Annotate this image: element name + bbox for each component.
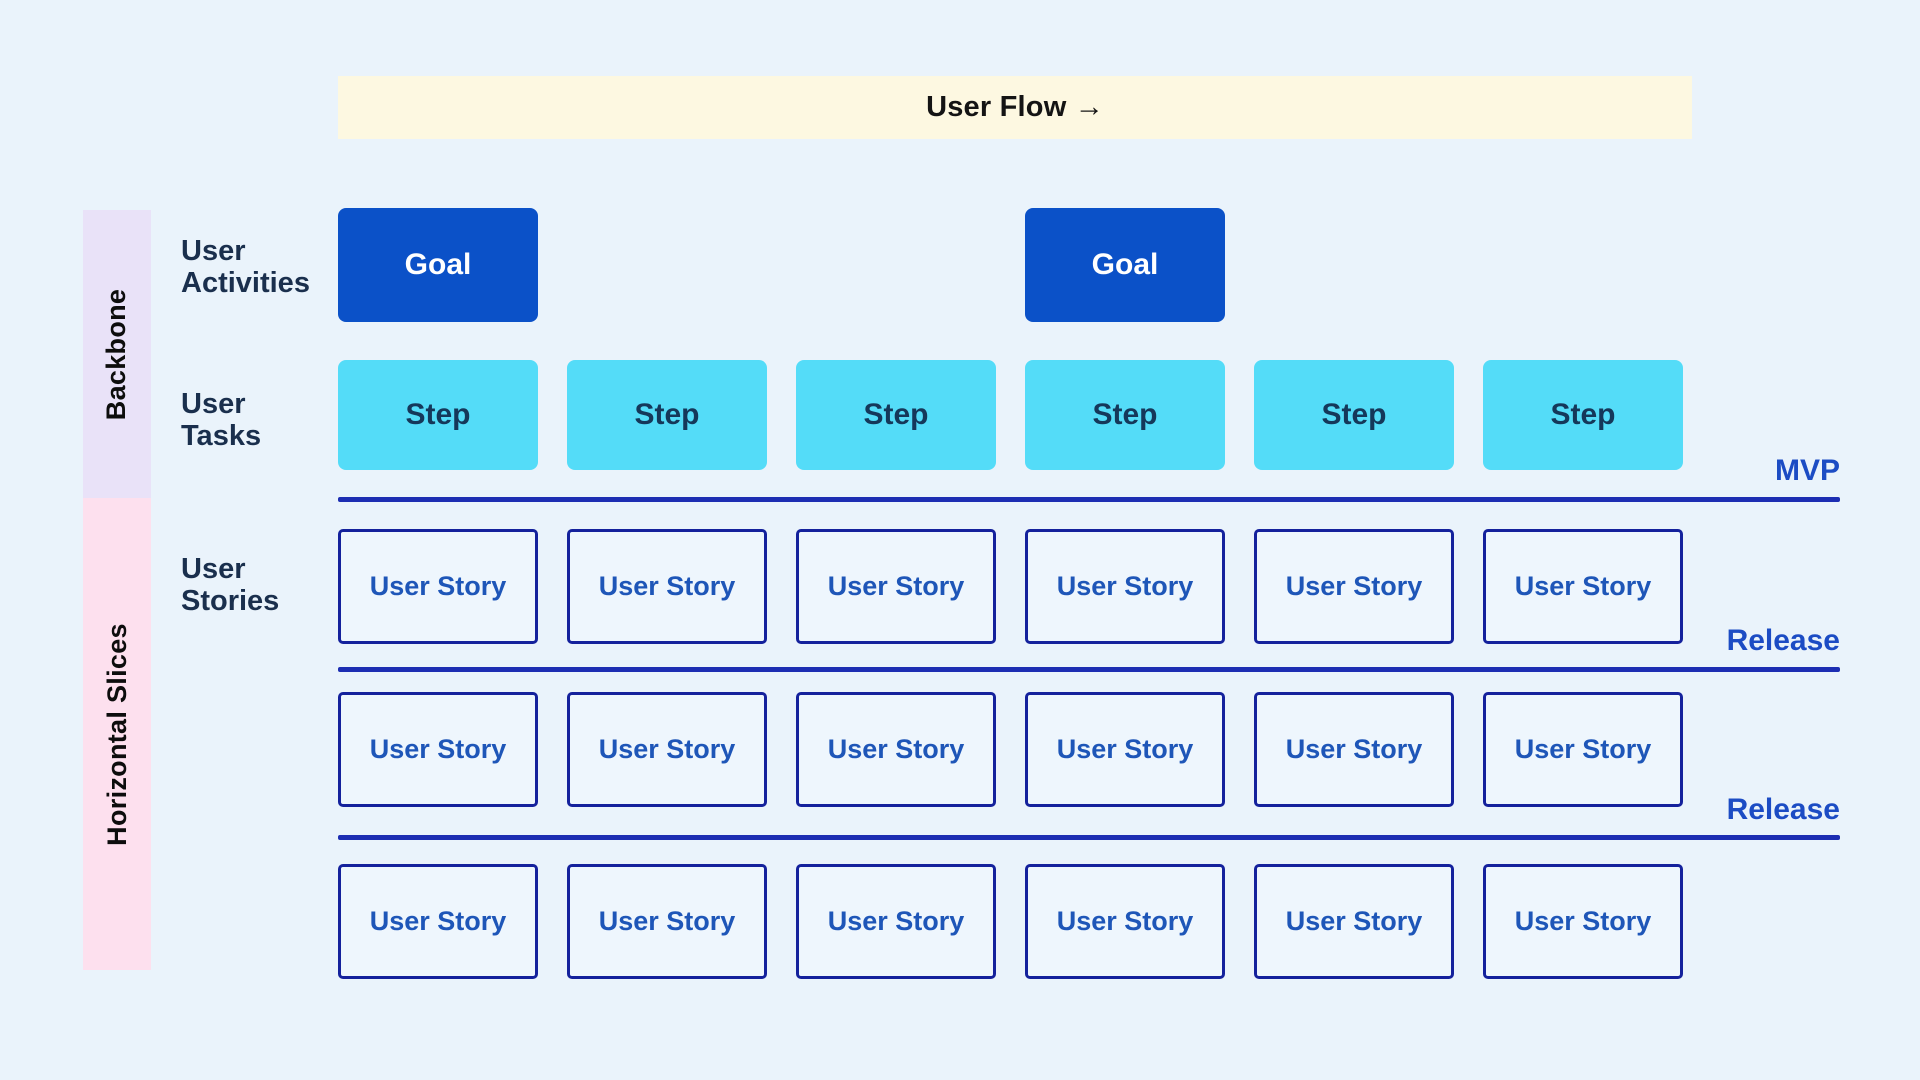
- user-story-card: User Story: [1483, 864, 1683, 979]
- step-card: Step: [1483, 360, 1683, 470]
- step-card: Step: [338, 360, 538, 470]
- user-story-card: User Story: [796, 864, 996, 979]
- user-story-card: User Story: [567, 529, 767, 644]
- goal-card: Goal: [338, 208, 538, 322]
- mvp-label: MVP: [1774, 454, 1840, 487]
- step-card: Step: [796, 360, 996, 470]
- user-story-card: User Story: [796, 692, 996, 807]
- row-label-user-stories: User Stories: [181, 553, 280, 617]
- user-story-card: User Story: [567, 692, 767, 807]
- user-story-card: User Story: [1483, 692, 1683, 807]
- horizontal-slices-strip: Horizontal Slices: [83, 498, 151, 970]
- user-story-card: User Story: [1254, 864, 1454, 979]
- backbone-label: Backbone: [101, 288, 132, 420]
- step-card: Step: [567, 360, 767, 470]
- row-label-user-activities: User Activities: [181, 235, 310, 299]
- user-story-card: User Story: [338, 864, 538, 979]
- user-flow-title: User Flow →: [926, 91, 1104, 123]
- user-story-card: User Story: [1025, 864, 1225, 979]
- user-story-card: User Story: [796, 529, 996, 644]
- release-label: Release: [1726, 793, 1840, 826]
- user-story-card: User Story: [1025, 529, 1225, 644]
- step-card: Step: [1254, 360, 1454, 470]
- user-story-card: User Story: [1025, 692, 1225, 807]
- backbone-strip: Backbone: [83, 210, 151, 498]
- user-story-card: User Story: [567, 864, 767, 979]
- user-story-card: User Story: [1254, 529, 1454, 644]
- user-story-card: User Story: [1254, 692, 1454, 807]
- horizontal-slices-label: Horizontal Slices: [101, 622, 132, 846]
- user-flow-banner: User Flow →: [338, 76, 1692, 139]
- release-divider-line: [338, 835, 1840, 840]
- step-card: Step: [1025, 360, 1225, 470]
- release-label: Release: [1726, 624, 1840, 657]
- user-story-card: User Story: [1483, 529, 1683, 644]
- user-story-card: User Story: [338, 529, 538, 644]
- user-story-card: User Story: [338, 692, 538, 807]
- release-divider-line: [338, 667, 1840, 672]
- goal-card: Goal: [1025, 208, 1225, 322]
- row-label-user-tasks: User Tasks: [181, 388, 262, 452]
- mvp-divider-line: [338, 497, 1840, 502]
